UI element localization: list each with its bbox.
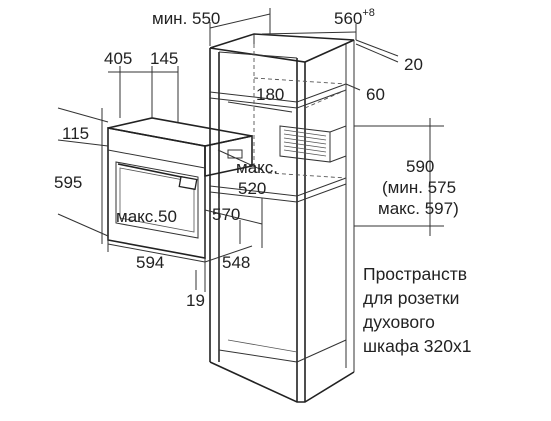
dim-60: 60 xyxy=(366,85,385,104)
note-line: для розетки xyxy=(363,288,460,308)
dim-115: 115 xyxy=(62,124,89,143)
socket-space-note: Пространств для розетки духового шкафа 3… xyxy=(363,262,551,358)
dim-590: 590 xyxy=(406,157,434,176)
dim-560-value: 560 xyxy=(334,9,362,28)
dim-max-520-value: 520 xyxy=(238,179,266,198)
dim-max-520-label: макс. xyxy=(236,158,278,177)
dim-20: 20 xyxy=(404,55,423,74)
note-line: духового xyxy=(363,312,435,332)
dim-max-597: макс. 597) xyxy=(378,199,459,218)
dim-max-50: макс.50 xyxy=(116,207,177,226)
dim-145: 145 xyxy=(150,49,178,68)
dimension-lines xyxy=(57,8,444,292)
dim-548: 548 xyxy=(222,253,250,272)
cabinet-housing xyxy=(209,33,355,403)
note-line: Пространств xyxy=(363,264,468,284)
dim-min-575: (мин. 575 xyxy=(382,178,456,197)
dim-min-550: мин. 550 xyxy=(152,9,220,28)
note-line: шкафа 320x1 xyxy=(363,336,472,356)
dim-560-tolerance: +8 xyxy=(362,7,375,19)
dim-19: 19 xyxy=(186,291,205,310)
dim-180: 180 xyxy=(256,85,284,104)
dim-405: 405 xyxy=(104,49,132,68)
dim-595: 595 xyxy=(54,173,82,192)
dim-570: 570 xyxy=(212,205,240,224)
dim-594: 594 xyxy=(136,253,164,272)
dim-560: 560+8 xyxy=(334,7,375,28)
